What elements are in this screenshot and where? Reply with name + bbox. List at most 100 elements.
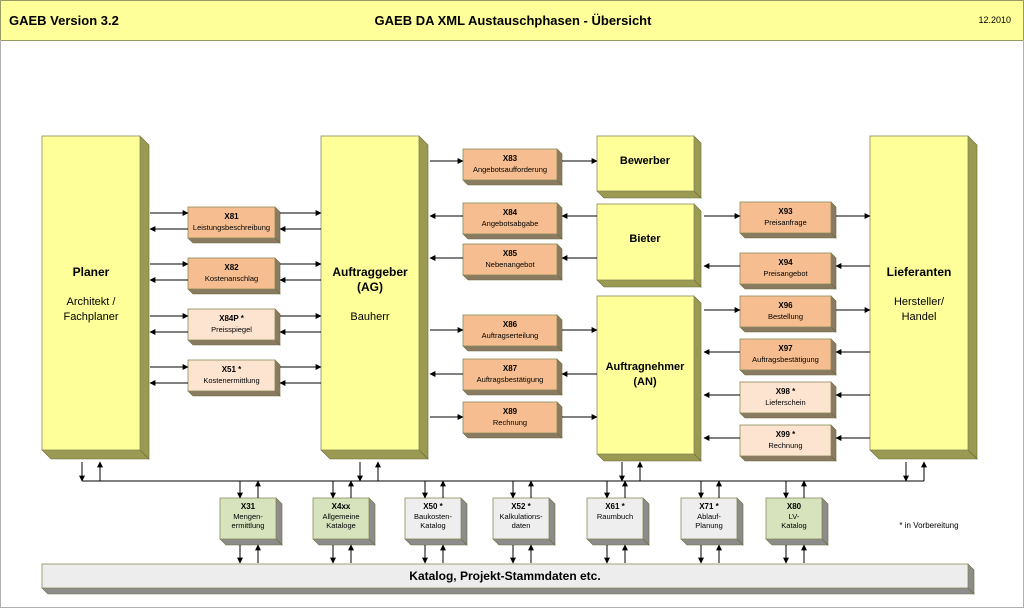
catalog-label: Katalog: [781, 521, 806, 530]
phase-label: Lieferschein: [765, 398, 805, 407]
catalog-label: Baukosten-: [414, 512, 452, 521]
actor-lieferanten-sub: Hersteller/: [894, 296, 945, 308]
actor-ag-title: Auftraggeber: [332, 265, 408, 279]
page-title: GAEB DA XML Austauschphasen - Übersicht: [374, 13, 652, 28]
catalog-code: X4xx: [332, 502, 351, 511]
footer-label: Katalog, Projekt-Stammdaten etc.: [409, 569, 600, 583]
phase-label: Auftragsbestätigung: [477, 375, 544, 384]
actor-bieter: Bieter: [596, 203, 702, 288]
catalog-x61: X61 *Raumbuch: [586, 497, 650, 546]
phase-label: Auftragserteilung: [482, 331, 539, 340]
phase-label: Angebotsaufforderung: [473, 165, 547, 174]
phase-code: X94: [778, 258, 793, 267]
catalog-code: X31: [241, 502, 256, 511]
catalog-label: Allgemeine: [322, 512, 359, 521]
phase-x51: X51 * Kostenermittlung: [187, 359, 281, 397]
phase-label: Rechnung: [493, 418, 527, 427]
phase-label: Rechnung: [768, 441, 802, 450]
actor-ag-title: (AG): [357, 280, 383, 294]
catalog-code: X52 *: [511, 502, 531, 511]
footer-bar: Katalog, Projekt-Stammdaten etc.: [41, 563, 975, 595]
phase-label: Kostenermittlung: [203, 376, 259, 385]
phase-code: X89: [503, 407, 518, 416]
phase-code: X83: [503, 154, 518, 163]
phase-label: Preisanfrage: [764, 218, 807, 227]
catalog-label: Planung: [695, 521, 723, 530]
phase-code: X98 *: [776, 387, 796, 396]
actor-planer-sub: Fachplaner: [63, 311, 118, 323]
actor-lieferanten-sub: Handel: [902, 311, 937, 323]
catalog-label: Katalog: [420, 521, 445, 530]
catalog-label: Raumbuch: [597, 512, 633, 521]
phase-code: X84P *: [219, 314, 245, 323]
phase-code: X84: [503, 208, 518, 217]
date-label: 12.2010: [978, 15, 1011, 25]
actor-auftraggeber: Auftraggeber(AG) Bauherr: [320, 135, 429, 460]
actor-ag-sub: Bauherr: [350, 311, 389, 323]
phase-label: Leistungsbeschreibung: [193, 223, 270, 232]
catalog-code: X80: [787, 502, 802, 511]
actor-bieter-title: Bieter: [629, 233, 661, 245]
phase-label: Angebotsabgabe: [482, 219, 539, 228]
catalog-label: ermittlung: [232, 521, 265, 530]
phase-code: X81: [224, 212, 239, 221]
actor-an-title: (AN): [633, 376, 657, 388]
planned-note: * in Vorbereitung: [899, 521, 958, 530]
actor-auftragnehmer: Auftragnehmer (AN): [596, 295, 702, 462]
catalog-code: X61 *: [605, 502, 625, 511]
phase-label: Kostenanschlag: [205, 274, 258, 283]
actor-planer-sub: Architekt /: [67, 296, 117, 308]
catalog-label: Ablauf-: [697, 512, 721, 521]
actor-lieferanten-title: Lieferanten: [887, 265, 952, 279]
phase-code: X82: [224, 263, 239, 272]
phase-code: X86: [503, 320, 518, 329]
catalog-x50: X50 *Baukosten-Katalog: [404, 497, 468, 546]
actor-planer-title: Planer: [73, 265, 110, 279]
phase-x98: X98 * Lieferschein: [739, 381, 837, 419]
phase-label: Nebenangebot: [485, 260, 535, 269]
phase-code: X85: [503, 249, 518, 258]
phase-code: X87: [503, 364, 518, 373]
phase-code: X51 *: [222, 365, 242, 374]
phase-x99: X99 *Rechnung: [739, 424, 837, 462]
catalog-label: daten: [512, 521, 531, 530]
catalog-code: X50 *: [423, 502, 443, 511]
phase-code: X96: [778, 301, 793, 310]
header-bar: GAEB Version 3.2 GAEB DA XML Austauschph…: [0, 0, 1024, 41]
actor-bewerber: Bewerber: [596, 135, 702, 199]
catalog-code: X71 *: [699, 502, 719, 511]
catalog-label: Kalkulations-: [500, 512, 543, 521]
phase-label: Bestellung: [768, 312, 803, 321]
catalog-label: LV-: [789, 512, 800, 521]
actor-bewerber-title: Bewerber: [620, 155, 671, 167]
phase-code: X97: [778, 344, 793, 353]
phase-label: Preisspiegel: [211, 325, 252, 334]
catalog-x71: X71 *Ablauf-Planung: [680, 497, 744, 546]
catalog-label: Kataloge: [326, 521, 356, 530]
version-label: GAEB Version 3.2: [9, 13, 119, 28]
catalog-x52: X52 *Kalkulations-daten: [492, 497, 556, 546]
phase-label: Preisangebot: [763, 269, 808, 278]
actor-an-title: Auftragnehmer: [606, 361, 686, 373]
phase-x84p: X84P * Preisspiegel: [187, 308, 281, 346]
phase-code: X93: [778, 207, 793, 216]
